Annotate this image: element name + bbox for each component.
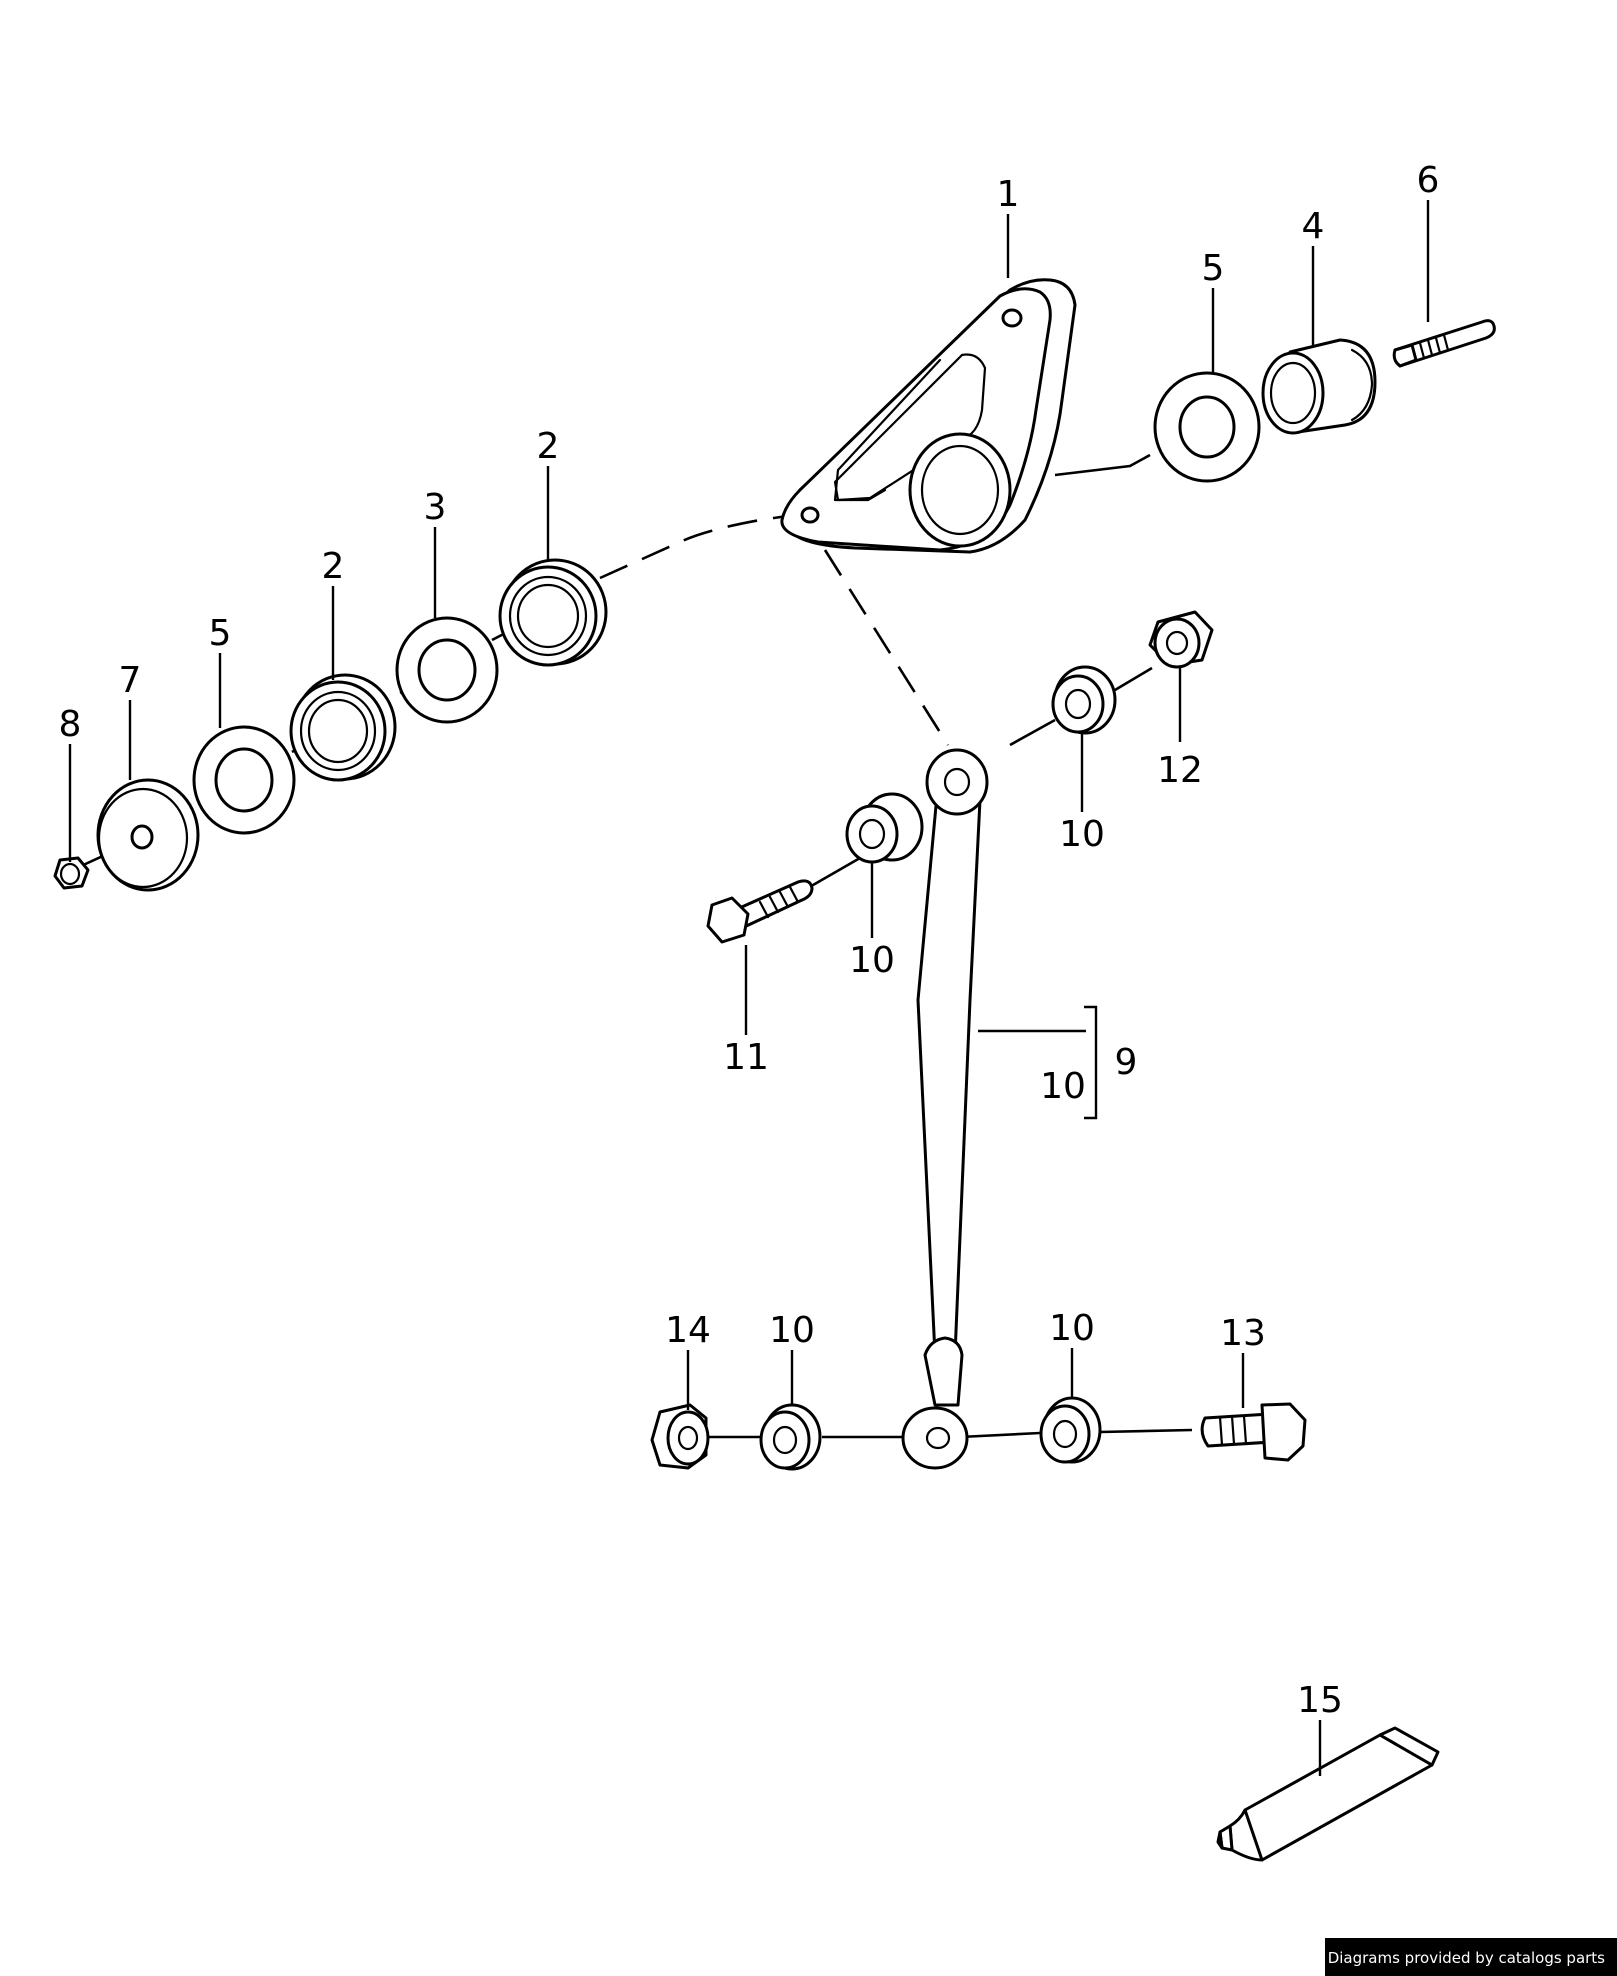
callout-14: 14: [665, 1310, 711, 1351]
bushing-part-10-upper-left: [845, 792, 924, 864]
callout-9: 9: [1115, 1042, 1138, 1083]
seal-part-2-upper: [498, 558, 608, 667]
callout-10-rod: 10: [1040, 1066, 1086, 1107]
callout-15: 15: [1297, 1680, 1343, 1721]
callout-10-lower-right: 10: [1049, 1308, 1095, 1349]
callout-7: 7: [119, 660, 142, 701]
callout-2-upper: 2: [537, 426, 560, 467]
bushing-part-10-upper-right: [1051, 665, 1117, 735]
seal-part-2-lower: [289, 673, 397, 782]
sleeve-part-4: [1261, 338, 1377, 435]
washer-part-3: [395, 616, 499, 724]
nut-part-14: [650, 1403, 710, 1470]
callout-12: 12: [1157, 750, 1203, 791]
callout-5-left: 5: [209, 613, 232, 654]
bushing-part-10-lower-right: [1039, 1396, 1102, 1464]
callout-13: 13: [1220, 1313, 1266, 1354]
callout-10-lower-left: 10: [769, 1310, 815, 1351]
callout-6: 6: [1417, 160, 1440, 201]
grease-tube-part-15: [1216, 1726, 1440, 1862]
washer-part-5-left: [192, 725, 296, 835]
bracket-part-1: [780, 278, 1077, 554]
callout-1: 1: [997, 174, 1020, 215]
callout-5-right: 5: [1202, 248, 1225, 289]
leader-lines: [68, 200, 1430, 1776]
callout-11: 11: [723, 1037, 769, 1078]
callout-2-lower: 2: [322, 546, 345, 587]
washer-part-5-right: [1153, 371, 1261, 483]
callout-labels: 1 2 2 3 4 5 5 6 7 8 9 10 10 10 10 10 11 …: [59, 160, 1440, 1721]
bolt-part-13: [1200, 1402, 1307, 1462]
nut-part-12: [1148, 610, 1214, 669]
callout-4: 4: [1302, 206, 1325, 247]
credit-text: Diagrams provided by catalogs parts: [1327, 1949, 1605, 1967]
bolt-part-6: [1392, 319, 1496, 368]
strut-rod-part-9: [901, 748, 989, 1470]
assembly-lines: [67, 453, 1193, 1439]
callout-8: 8: [59, 704, 82, 745]
callout-10-upper-left: 10: [849, 940, 895, 981]
callout-10-upper-right: 10: [1059, 814, 1105, 855]
disc-washer-part-7: [96, 778, 200, 892]
nut-part-8: [53, 856, 90, 890]
bolt-part-11: [706, 879, 814, 944]
callout-3: 3: [424, 487, 447, 528]
credit-banner: Diagrams provided by catalogs parts: [1325, 1938, 1617, 1976]
bushing-part-10-lower-left: [759, 1403, 822, 1471]
